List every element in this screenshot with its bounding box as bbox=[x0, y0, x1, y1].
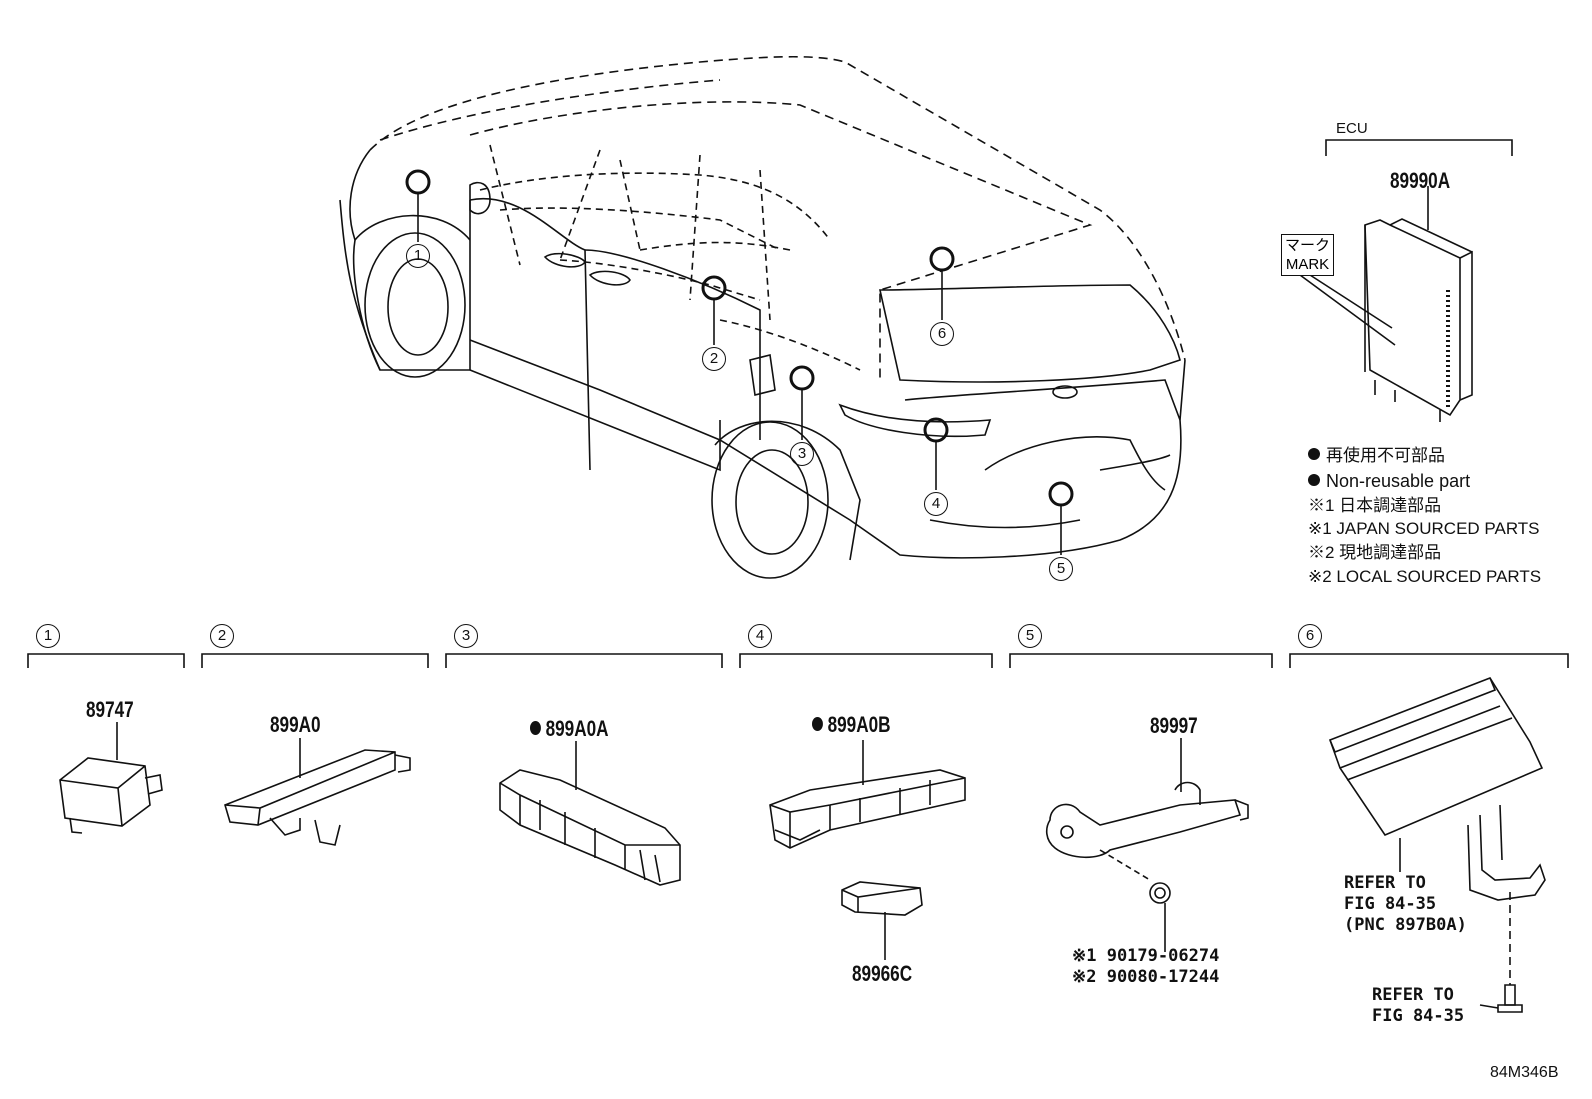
legend-japan-jp: ※1 日本調達部品 bbox=[1308, 496, 1442, 515]
callout-6: 6 bbox=[930, 322, 954, 346]
part-bracket-drawing bbox=[1328, 677, 1546, 1013]
part-899A0-drawing bbox=[224, 738, 411, 846]
legend-local-jp: ※2 現地調達部品 bbox=[1308, 543, 1442, 562]
bullet-icon bbox=[1308, 474, 1320, 486]
ecu-part-number: 89990A bbox=[1390, 168, 1451, 193]
part-number-899A0B: 899A0B bbox=[812, 714, 891, 736]
legend-nonreusable-en: Non-reusable part bbox=[1308, 472, 1470, 490]
clip-local-part: ※2 90080-17244 bbox=[1072, 967, 1220, 987]
group-3-number: 3 bbox=[454, 624, 478, 648]
part-number-899A0: 899A0 bbox=[270, 712, 321, 737]
vehicle-illustration bbox=[339, 55, 1186, 579]
group-1-number: 1 bbox=[36, 624, 60, 648]
location-markers bbox=[405, 169, 1074, 555]
clip-japan-part: ※1 90179-06274 bbox=[1072, 946, 1220, 966]
part-89997-drawing bbox=[1045, 738, 1249, 952]
part-899A0B-drawing bbox=[769, 740, 966, 849]
mark-label-box: マーク MARK bbox=[1281, 234, 1335, 276]
legend-japan-en: ※1 JAPAN SOURCED PARTS bbox=[1308, 519, 1540, 538]
part-89966C-drawing bbox=[841, 881, 923, 960]
mark-label-jp: マーク bbox=[1285, 237, 1331, 254]
refer-bolt-note: REFER TO FIG 84-35 bbox=[1372, 985, 1465, 1026]
group-4-number: 4 bbox=[748, 624, 772, 648]
legend-local-en: ※2 LOCAL SOURCED PARTS bbox=[1308, 567, 1542, 586]
part-899A0A-drawing bbox=[499, 741, 681, 886]
part-89747-drawing bbox=[59, 722, 163, 834]
part-number-89997: 89997 bbox=[1150, 713, 1198, 738]
ecu-label: ECU bbox=[1336, 120, 1368, 137]
part-number-89966C: 89966C bbox=[852, 961, 913, 986]
mark-label-en: MARK bbox=[1285, 256, 1330, 273]
refer-bracket-note: REFER TO FIG 84-35 (PNC 897B0A) bbox=[1344, 873, 1467, 935]
part-number-89747: 89747 bbox=[86, 697, 134, 722]
callout-5: 5 bbox=[1049, 557, 1073, 581]
group-brackets bbox=[27, 653, 1569, 668]
group-6-number: 6 bbox=[1298, 624, 1322, 648]
callout-4: 4 bbox=[924, 492, 948, 516]
figure-code: 84M346B bbox=[1490, 1064, 1559, 1081]
callout-2: 2 bbox=[702, 347, 726, 371]
group-2-number: 2 bbox=[210, 624, 234, 648]
ecu-unit bbox=[1299, 186, 1473, 422]
ecu-bracket bbox=[1325, 139, 1513, 156]
callout-3: 3 bbox=[790, 442, 814, 466]
legend-nonreusable-jp: 再使用不可部品 bbox=[1308, 447, 1445, 464]
part-number-899A0A: 899A0A bbox=[530, 718, 609, 740]
group-5-number: 5 bbox=[1018, 624, 1042, 648]
non-reusable-bullet-icon bbox=[530, 721, 541, 735]
non-reusable-bullet-icon bbox=[812, 717, 823, 731]
callout-1: 1 bbox=[406, 244, 430, 268]
bullet-icon bbox=[1308, 448, 1320, 460]
